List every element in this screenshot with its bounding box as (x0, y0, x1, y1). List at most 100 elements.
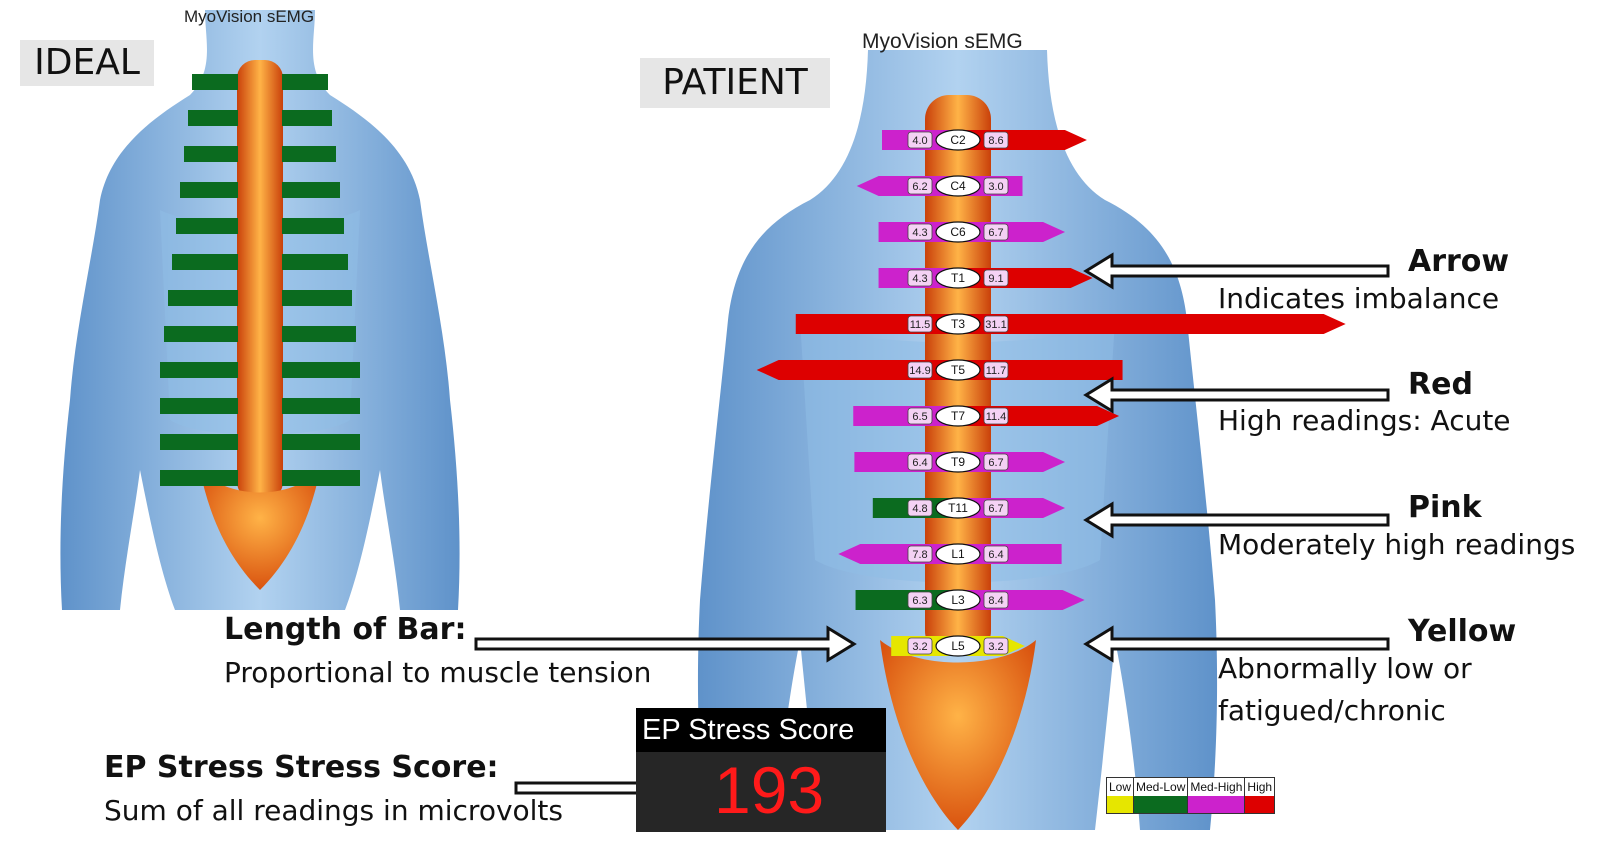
ideal-chart-title: MyoVision sEMG (184, 7, 315, 26)
right-value-chip (983, 223, 1009, 241)
left-value-chip (907, 637, 933, 655)
ideal-bar-left (160, 362, 238, 378)
ep-stress-score-title: EP Stress Score (636, 708, 886, 752)
right-value-chip (983, 499, 1009, 517)
pink-note-heading: Pink (1408, 490, 1482, 525)
right-value-chip (983, 453, 1009, 471)
right-value-label: 8.6 (988, 135, 1003, 147)
vertebra-level-oval (935, 267, 981, 289)
pink-note-desc: Moderately high readings (1218, 528, 1576, 561)
legend-cell-low: Low (1107, 778, 1135, 813)
right-value-label: 6.7 (988, 503, 1003, 515)
ideal-bar-left (188, 110, 238, 126)
ideal-bar-right (282, 326, 356, 342)
pointer-arrow-pink (1083, 501, 1390, 539)
patient-bar-right (958, 406, 1120, 426)
left-value-label: 4.3 (912, 227, 927, 239)
legend-swatch (1188, 796, 1245, 813)
vertebra-level-label: C6 (950, 225, 966, 239)
legend-swatch (1107, 796, 1134, 813)
left-value-chip (907, 131, 933, 149)
left-value-chip (907, 269, 933, 287)
legend-cell-label: Med-High (1190, 780, 1243, 794)
legend-cell-label: High (1247, 780, 1273, 794)
ideal-bar-left (160, 398, 238, 414)
ideal-bar-right (282, 146, 336, 162)
vertebra-level-label: L3 (951, 593, 965, 607)
vertebra-level-oval (935, 405, 981, 427)
left-value-chip (907, 177, 933, 195)
red-note-heading: Red (1408, 367, 1473, 402)
right-value-label: 6.7 (988, 227, 1003, 239)
legend-cell-label: Med-Low (1136, 780, 1186, 794)
ep-stress-score-panel: EP Stress Score 193 (636, 708, 886, 832)
ideal-bar-right (282, 254, 348, 270)
left-value-chip (907, 361, 933, 379)
patient-bar-right (958, 360, 1123, 380)
right-value-chip (983, 545, 1009, 563)
left-value-label: 4.0 (912, 135, 927, 147)
stress-score-desc: Sum of all readings in microvolts (104, 794, 563, 827)
left-value-chip (907, 545, 933, 563)
right-value-chip (983, 361, 1009, 379)
vertebra-level-oval (935, 359, 981, 381)
vertebra-level-label: L5 (951, 639, 965, 653)
patient-label: PATIENT (640, 58, 830, 108)
legend-cell-med-high: Med-High (1188, 778, 1246, 813)
right-value-label: 3.2 (988, 641, 1003, 653)
left-value-chip (907, 453, 933, 471)
arrow-note-desc: Indicates imbalance (1218, 282, 1500, 315)
vertebra-level-oval (935, 543, 981, 565)
pointer-arrow-imbalance (1083, 252, 1390, 290)
right-value-label: 6.4 (988, 549, 1003, 561)
right-value-label: 11.4 (986, 411, 1007, 423)
ideal-bar-left (192, 74, 238, 90)
ideal-bar-right (282, 110, 332, 126)
ideal-body-figure (60, 10, 460, 610)
left-value-chip (907, 499, 933, 517)
vertebra-level-oval (935, 313, 981, 335)
left-value-label: 4.8 (912, 503, 927, 515)
vertebra-level-label: C4 (950, 179, 966, 193)
pointer-arrow-red (1083, 376, 1390, 414)
vertebra-level-oval (935, 175, 981, 197)
ideal-bar-left (168, 290, 238, 306)
vertebra-level-label: T1 (951, 271, 965, 285)
right-value-label: 11.7 (986, 365, 1007, 377)
left-value-label: 6.5 (912, 411, 927, 423)
legend-swatch (1134, 796, 1188, 813)
left-value-label: 6.4 (912, 457, 927, 469)
left-value-label: 6.3 (912, 595, 927, 607)
ideal-bar-right (282, 434, 360, 450)
legend-cell-med-low: Med-Low (1134, 778, 1189, 813)
left-value-chip (907, 591, 933, 609)
right-value-label: 6.7 (988, 457, 1003, 469)
ideal-bar-left (180, 182, 238, 198)
vertebra-level-label: T9 (951, 455, 965, 469)
patient-bar-left (795, 314, 958, 334)
bar-length-heading: Length of Bar: (224, 612, 467, 647)
ideal-bar-left (164, 326, 238, 342)
vertebra-level-label: T3 (951, 317, 965, 331)
ep-stress-score-value: 193 (714, 753, 825, 827)
right-value-chip (983, 637, 1009, 655)
ideal-bar-right (282, 182, 340, 198)
left-value-label: 3.2 (912, 641, 927, 653)
left-value-label: 6.2 (912, 181, 927, 193)
vertebra-level-oval (935, 589, 981, 611)
left-value-label: 4.3 (912, 273, 927, 285)
right-value-label: 9.1 (988, 273, 1003, 285)
vertebra-level-label: T7 (951, 409, 965, 423)
vertebra-level-oval (935, 635, 981, 657)
vertebra-level-oval (935, 451, 981, 473)
ideal-bar-right (282, 290, 352, 306)
arrow-note-heading: Arrow (1408, 244, 1510, 279)
ideal-bar-left (176, 218, 238, 234)
yellow-note-desc-line1: Abnormally low or (1218, 652, 1472, 685)
patient-bar-right (958, 314, 1346, 334)
yellow-note-desc-line2: fatigued/chronic (1218, 694, 1446, 727)
right-value-chip (983, 131, 1009, 149)
patient-chart-title: MyoVision sEMG (862, 30, 1023, 53)
